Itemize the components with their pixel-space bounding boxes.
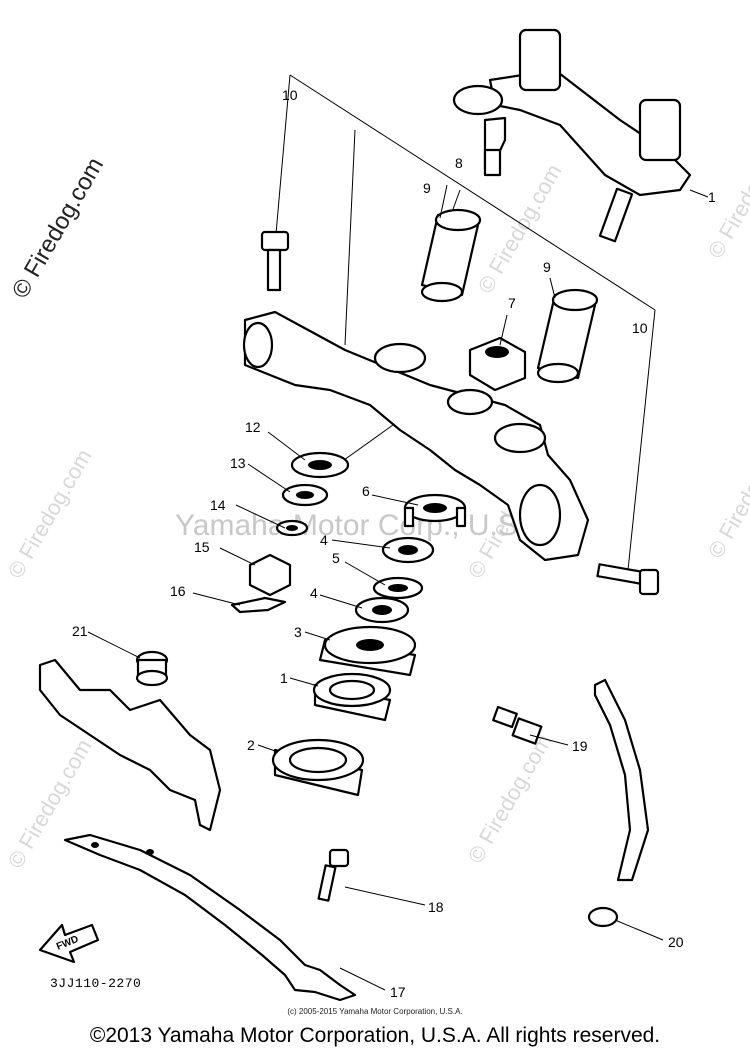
callout-1: 1	[280, 670, 288, 686]
lower-bracket	[242, 310, 590, 562]
callout-11: 1	[708, 189, 716, 205]
callout-4-upper: 4	[320, 532, 328, 548]
washer-14	[275, 519, 309, 537]
callout-6: 6	[362, 483, 370, 499]
callout-numbers: 1 8 9 9 10 10 7 12 13 14 15 16 6 4 5 4 3…	[72, 87, 716, 1000]
rubber-cushion-left	[420, 208, 482, 303]
callout-12: 12	[245, 419, 261, 435]
copyright-footer: ©2013 Yamaha Motor Corporation, U.S.A. A…	[89, 1024, 661, 1047]
callout-18: 18	[428, 899, 444, 915]
side-cover-panel	[38, 658, 222, 832]
watermark-center: Yamaha Motor Corp., U.S.A.	[175, 509, 555, 542]
callout-14: 14	[210, 497, 226, 513]
watermark-right: © Firedog.com	[703, 425, 750, 563]
callout-10-top: 10	[282, 87, 298, 103]
drawing-code: 3JJ110-2270	[50, 976, 142, 991]
washer-13	[281, 483, 329, 507]
callout-20: 20	[668, 934, 684, 950]
callout-9-right: 9	[543, 259, 551, 275]
rubber-cushion-right	[536, 288, 599, 384]
callout-7: 7	[508, 295, 516, 311]
washer-12	[290, 451, 350, 479]
ring-nut-lower	[354, 596, 410, 624]
ring-nut-upper	[381, 536, 435, 564]
fwd-arrow: FWD	[38, 923, 100, 964]
grommet-21	[135, 650, 169, 687]
callout-19: 19	[572, 738, 588, 754]
bolt-upper-left	[260, 230, 290, 292]
callout-2: 2	[247, 737, 255, 753]
nut-15	[248, 553, 292, 597]
callout-21: 21	[72, 623, 88, 639]
washer-5	[372, 576, 424, 600]
watermark-left-top: © Firedog.com	[7, 153, 109, 303]
lower-fender-17	[63, 833, 357, 1002]
callout-9-left: 9	[423, 180, 431, 196]
callout-13: 13	[230, 455, 246, 471]
bolt-right	[596, 563, 660, 596]
cable-20	[587, 678, 650, 928]
bearing-2	[271, 738, 365, 797]
callout-15: 15	[194, 539, 210, 555]
callout-4-lower: 4	[310, 585, 318, 601]
nut-7	[468, 336, 527, 392]
cotter-pin-16	[230, 596, 287, 614]
callout-8: 8	[455, 155, 463, 171]
watermark-mid-left: © Firedog.com	[3, 445, 97, 583]
connector-19	[492, 705, 543, 745]
callout-3: 3	[294, 624, 302, 640]
bolt-18	[317, 848, 350, 902]
small-copyright-credit: (c) 2005-2015 Yamaha Motor Corporation, …	[287, 1007, 463, 1016]
bearing-cover-3	[318, 625, 417, 677]
callout-16: 16	[170, 583, 186, 599]
upper-bracket-assembly	[452, 28, 692, 243]
bearing-1	[312, 672, 392, 722]
watermark-low-right: © Firedog.com	[463, 730, 557, 868]
callout-10-right: 10	[632, 320, 648, 336]
leader-lines	[87, 184, 709, 991]
callout-5: 5	[332, 550, 340, 566]
lock-washer-6	[403, 493, 467, 528]
watermark-low-left: © Firedog.com	[3, 735, 97, 873]
watermark-top-center: © Firedog.com	[473, 160, 567, 298]
callout-17: 17	[390, 984, 406, 1000]
